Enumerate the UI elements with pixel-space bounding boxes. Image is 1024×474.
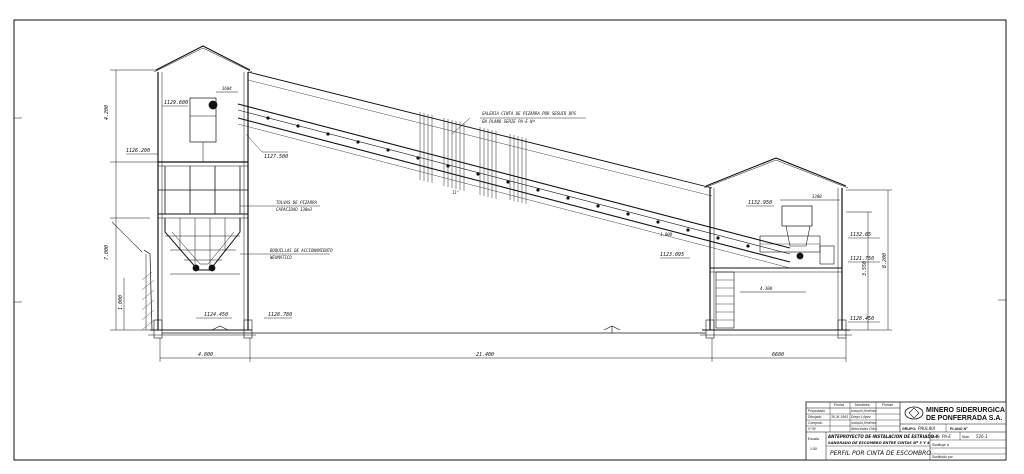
elev-left-a: 1126.200: [126, 148, 150, 154]
left-hopper-building: [143, 45, 256, 339]
right-building: [700, 157, 852, 339]
tb-row-name-2: Diego López: [851, 415, 871, 419]
dimension-lines: [110, 69, 892, 362]
left-ground-hatch: [111, 221, 155, 331]
dim-top-offset: 1604: [222, 86, 232, 91]
tb-scale-label: Escala: [808, 437, 819, 441]
elev-right-ground: 1128.450: [850, 316, 874, 322]
tb-row-role-2: Dibujado: [808, 415, 821, 419]
valves-note-1: BOQUILLAS DE ACCIONAMIENTO: [270, 248, 333, 253]
conveyor-truss-nodes: [266, 116, 750, 248]
tb-serie-label: Serie: [932, 435, 940, 439]
angle-label: 11°: [452, 190, 459, 195]
gallery-note-1: GALERIA CINTA DE PIZARRA POR SEGUIR DPS: [482, 111, 577, 116]
tb-col-firmas: Firmas: [882, 403, 893, 407]
tb-col-fecha: Fecha: [834, 403, 844, 407]
elev-right-a: 1132.65: [850, 232, 871, 238]
tb-project-1: ANTEPROYECTO DE INSTALACION DE ESTRIADO …: [827, 434, 939, 439]
valves-note-2: NEUMATICO: [269, 255, 292, 260]
dim-right-h2: 8.200: [882, 253, 888, 268]
hopper-note-1: TOLVAS DE PIZARRA: [276, 200, 318, 205]
tb-row-role-4: Vº Bº: [808, 427, 817, 431]
dim-left-h2: 7.000: [104, 245, 110, 260]
gallery-cladding-hatch: [419, 112, 527, 204]
dim-bottom-right: 6600: [772, 352, 784, 358]
tb-replaces: Sustituye a: [932, 443, 949, 447]
tb-num-value: 526-1: [976, 434, 988, 439]
elev-top-left: 1129.600: [164, 100, 188, 106]
company-logo-mark: [908, 407, 920, 419]
tb-scale-value: 1:50: [810, 447, 817, 451]
elev-left-ground-b: 1128.780: [268, 312, 292, 318]
tb-num-label: Núm.: [962, 435, 970, 439]
dim-mid-offset: 1.000: [660, 232, 673, 237]
elev-conveyor-start: 1127.500: [264, 154, 288, 160]
tb-company-2: DE PONFERRADA S.A.: [926, 415, 1002, 422]
hopper-note-2: CAPACIDAD 130m3: [276, 207, 313, 212]
tb-row-date-2: 30-XI-1981: [831, 415, 848, 419]
tb-subtitle: PERFIL POR CINTA DE ESCOMBRO: [830, 450, 931, 457]
tb-row-role-3: Comprob.: [808, 421, 823, 425]
company-logo-icon: [904, 406, 924, 420]
tb-row-name-3: Joaquin Jiménez: [850, 421, 877, 425]
dim-left-h1: 4.200: [104, 105, 110, 120]
tb-project-2: SANGRADO DE ESCOMBRO ENTRE CINTAS Nº 3 Y…: [828, 441, 930, 445]
tb-row-name-1: Joaquin Jiménez: [850, 409, 877, 413]
drawing-labels: 1129.600 1126.200 1127.500 1124.450 1128…: [104, 86, 888, 358]
tb-replaced: Sustituido por: [932, 455, 954, 459]
title-block-text: Fecha Nombres Firmas Proyectado Joaquin …: [808, 403, 1005, 459]
gallery-note-2: EN PLANO SERIE PA-E Nº: [482, 119, 536, 124]
leader-lines: [126, 105, 880, 323]
tb-serie-value: PA-E: [942, 434, 951, 439]
title-block: [805, 401, 1007, 461]
tb-group-label: GRUPO:: [902, 427, 916, 431]
tb-col-nombres: Nombres: [855, 403, 870, 407]
tb-plan-label: PLANO Nº: [950, 427, 968, 431]
sheet-border: [13, 19, 1007, 461]
elev-right-top: 1132.950: [748, 200, 772, 206]
tb-company-1: MINERO SIDERURGICA: [926, 407, 1005, 414]
elev-right-b: 1121.750: [850, 256, 874, 262]
tb-group-value: PAULIKA: [918, 426, 936, 431]
dim-bottom-left: 4.800: [198, 352, 213, 358]
dim-right-w2: 4.300: [760, 286, 773, 291]
tb-row-role-1: Proyectado: [808, 409, 825, 413]
dim-right-h1: 3.550: [862, 261, 868, 277]
dim-bottom-middle: 21.400: [476, 352, 494, 358]
elev-left-ground: 1124.450: [204, 312, 228, 318]
elev-right-c: 1123.095: [660, 252, 684, 258]
tb-row-name-4: Wenceslao Ortiz: [851, 427, 877, 431]
dim-left-h3: 1.000: [118, 295, 124, 310]
dim-right-w1: 3300: [811, 194, 822, 199]
ground-markers: [211, 325, 621, 333]
